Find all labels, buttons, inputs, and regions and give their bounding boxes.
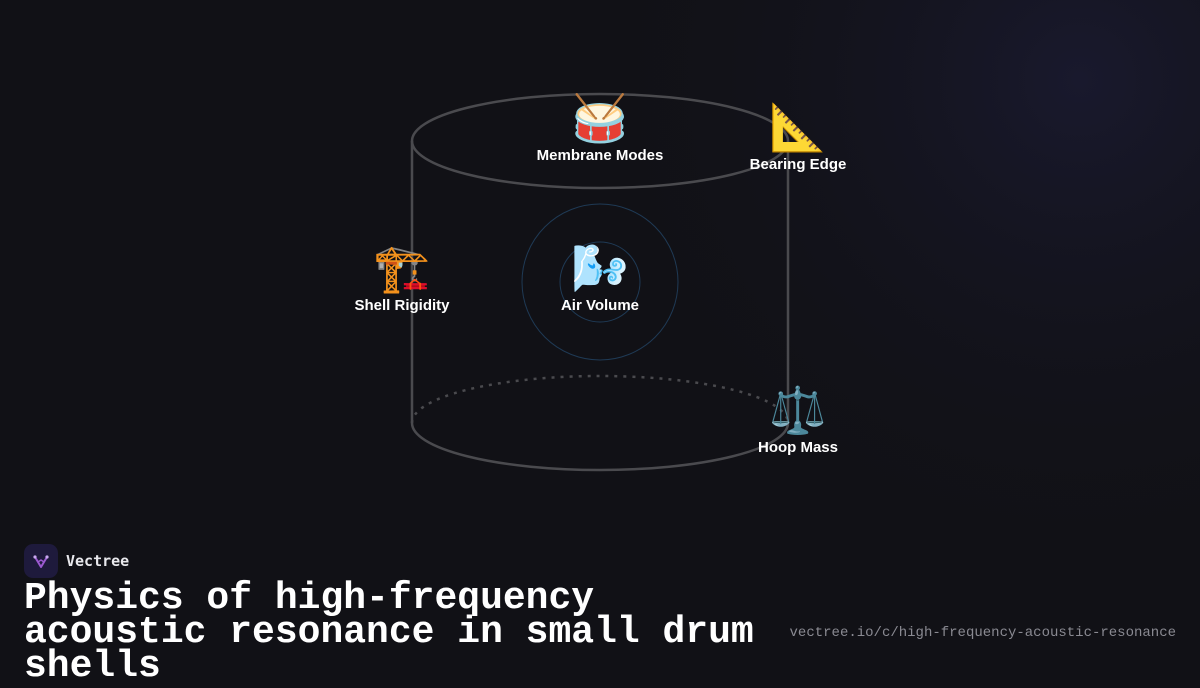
page-title: Physics of high-frequency acoustic reson… <box>24 577 754 688</box>
source-url: vectree.io/c/high-frequency-acoustic-res… <box>789 625 1176 641</box>
air-volume-outer-ring <box>521 203 679 361</box>
brand-name: Vectree <box>66 552 130 570</box>
drum-icon: 🥁 <box>571 92 629 144</box>
node-label-bearing-edge: Bearing Edge <box>749 156 847 173</box>
node-hoop-mass: ⚖️ Hoop Mass <box>713 384 883 456</box>
drum-bottom-rim-back <box>410 374 790 424</box>
brand: Vectree <box>24 544 129 578</box>
node-air-volume: 🌬️ Air Volume <box>515 242 685 314</box>
air-volume-inner-ring <box>559 241 641 323</box>
node-label-air-volume: Air Volume <box>560 297 640 314</box>
drum-bottom-rim-front <box>410 422 790 472</box>
vectree-logo-icon <box>24 544 58 578</box>
node-label-shell-rigidity: Shell Rigidity <box>354 297 450 314</box>
node-bearing-edge: 📐 Bearing Edge <box>713 101 883 173</box>
node-shell-rigidity: 🏗️ Shell Rigidity <box>317 242 487 314</box>
node-label-hoop-mass: Hoop Mass <box>757 439 838 456</box>
balance-scale-icon: ⚖️ <box>769 384 827 436</box>
node-membrane-modes: 🥁 Membrane Modes <box>515 92 685 164</box>
triangular-ruler-icon: 📐 <box>769 101 827 153</box>
node-label-membrane-modes: Membrane Modes <box>536 147 664 164</box>
wind-face-icon: 🌬️ <box>571 242 629 294</box>
crane-icon: 🏗️ <box>373 242 431 294</box>
drum-shell-outline <box>410 92 790 472</box>
